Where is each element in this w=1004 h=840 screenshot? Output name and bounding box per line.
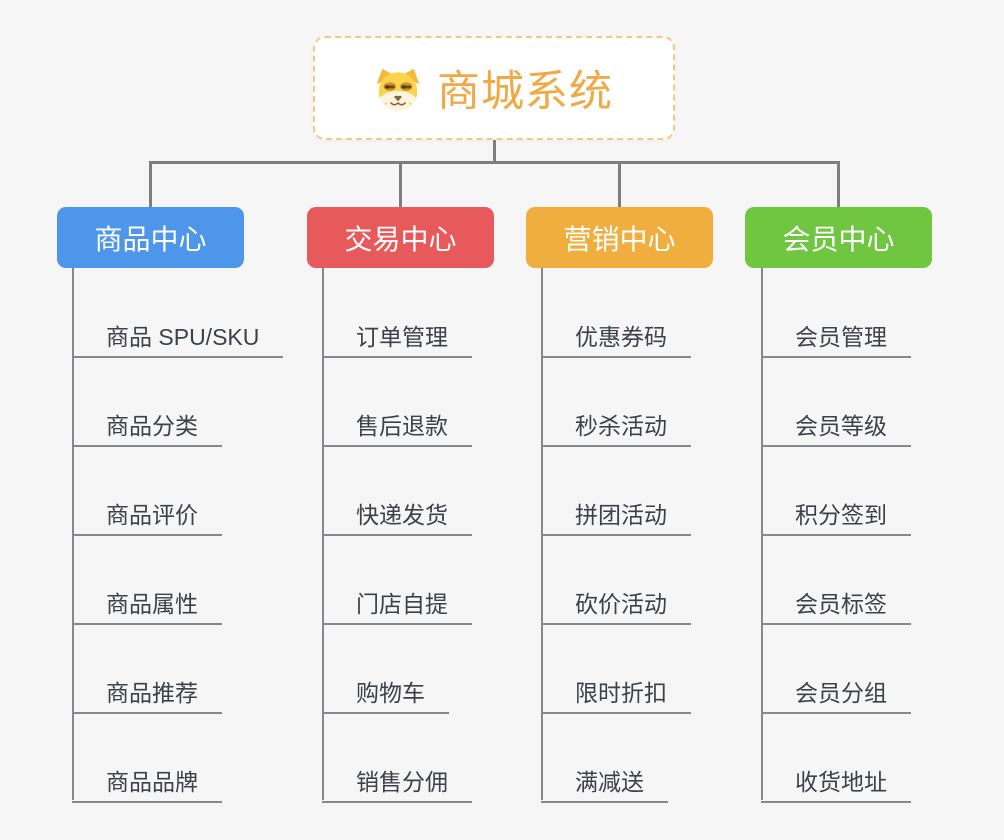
leaf-node[interactable]: 订单管理 [322, 312, 472, 358]
leaf-node[interactable]: 门店自提 [322, 579, 472, 625]
connector-dropline-member [836, 161, 840, 207]
connector-dropline-marketing [617, 161, 621, 207]
leaf-node[interactable]: 销售分佣 [322, 757, 472, 803]
leaf-node[interactable]: 会员等级 [761, 401, 911, 447]
leaf-node[interactable]: 会员管理 [761, 312, 911, 358]
leaf-node[interactable]: 商品品牌 [72, 757, 222, 803]
leaf-node[interactable]: 砍价活动 [541, 579, 691, 625]
leaf-node[interactable]: 满减送 [541, 757, 668, 803]
leaf-node[interactable]: 商品评价 [72, 490, 222, 536]
leaf-node[interactable]: 商品分类 [72, 401, 222, 447]
root-title: 商城系统 [437, 68, 613, 116]
leaf-node[interactable]: 购物车 [322, 668, 449, 714]
connector-dropline-trade [398, 161, 402, 207]
dog-face-icon [375, 63, 421, 113]
leaf-node[interactable]: 限时折扣 [541, 668, 691, 714]
leaf-node[interactable]: 商品 SPU/SKU [72, 312, 284, 358]
branch-node-product-center[interactable]: 商品中心 [57, 207, 244, 268]
root-node[interactable]: 商城系统 [313, 36, 675, 140]
leaf-node[interactable]: 快递发货 [322, 490, 472, 536]
leaf-node[interactable]: 拼团活动 [541, 490, 691, 536]
connector-dropline-product [148, 161, 152, 207]
leaf-node[interactable]: 售后退款 [322, 401, 472, 447]
leaf-node[interactable]: 会员标签 [761, 579, 911, 625]
leaf-node[interactable]: 优惠券码 [541, 312, 691, 358]
leaf-node[interactable]: 收货地址 [761, 757, 911, 803]
leaf-node[interactable]: 积分签到 [761, 490, 911, 536]
leaf-node[interactable]: 商品推荐 [72, 668, 222, 714]
leaf-node[interactable]: 会员分组 [761, 668, 911, 714]
branch-node-member-center[interactable]: 会员中心 [745, 207, 932, 268]
branch-node-trade-center[interactable]: 交易中心 [307, 207, 494, 268]
connector-rail [148, 161, 840, 164]
leaf-node[interactable]: 秒杀活动 [541, 401, 691, 447]
branch-node-marketing-center[interactable]: 营销中心 [526, 207, 713, 268]
leaf-node[interactable]: 商品属性 [72, 579, 222, 625]
connector-root-stem [492, 140, 496, 162]
